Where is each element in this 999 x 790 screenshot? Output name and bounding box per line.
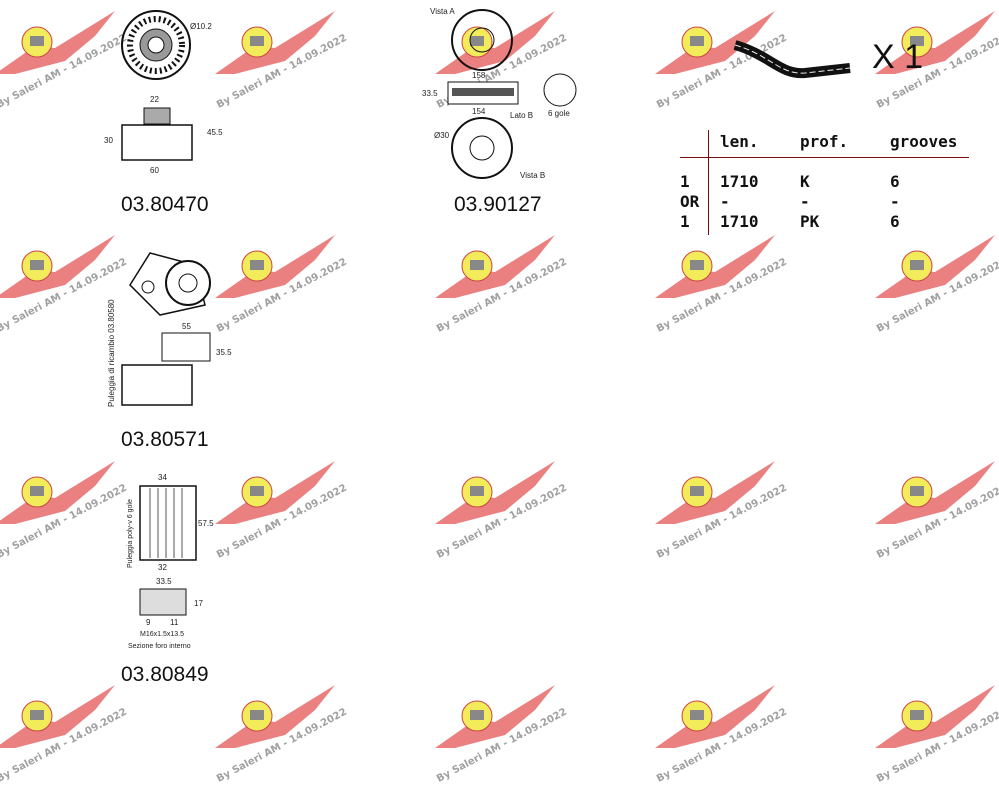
dim-label: Lato B (510, 111, 533, 120)
watermark-text: By Saleri AM - 14.09.2022 (655, 706, 789, 785)
watermark-logo-icon (875, 235, 995, 298)
dim-label: 34 (158, 473, 167, 482)
part-code: 03.80849 (121, 663, 209, 686)
watermark: By Saleri AM - 14.09.2022 (875, 230, 999, 340)
dim-label: Ø30 (434, 131, 450, 140)
table-cell: OR (680, 192, 700, 211)
table-cell: 6 (890, 172, 900, 191)
dim-label: 35.5 (216, 348, 232, 357)
watermark: By Saleri AM - 14.09.2022 (435, 680, 575, 790)
dim-label: 32 (158, 563, 167, 572)
drawing-03-90127: Vista A 158 154 33.5 Lato B 6 gole Ø30 V… (422, 7, 577, 180)
dim-label: 17 (194, 599, 203, 608)
header-prof: prof. (800, 132, 849, 151)
watermark-logo-icon (435, 685, 555, 748)
table-cell: - (890, 192, 900, 211)
watermark-logo-icon (655, 461, 775, 524)
watermark: By Saleri AM - 14.09.2022 (215, 456, 355, 566)
watermark: By Saleri AM - 14.09.2022 (875, 680, 999, 790)
watermark-logo-icon (0, 461, 115, 524)
dim-label: 22 (150, 95, 159, 104)
drawing-03-80571: Puleggia di ricambio 03.80580 55 35.5 (107, 252, 232, 407)
watermark-logo-icon (215, 461, 335, 524)
table-cell: - (800, 192, 810, 211)
watermark-text: By Saleri AM - 14.09.2022 (215, 706, 349, 785)
table-cell: 1 (680, 172, 690, 191)
table-divider (680, 157, 969, 158)
header-len: len. (720, 132, 759, 151)
watermark: By Saleri AM - 14.09.2022 (215, 680, 355, 790)
dim-label: Vista B (520, 171, 545, 180)
watermark-text: By Saleri AM - 14.09.2022 (0, 706, 129, 785)
table-cell: K (800, 172, 810, 191)
table-cell: - (720, 192, 730, 211)
header-grooves: grooves (890, 132, 958, 151)
watermark: By Saleri AM - 14.09.2022 (655, 456, 795, 566)
watermark-text: By Saleri AM - 14.09.2022 (435, 256, 569, 335)
dim-label: 33.5 (156, 577, 172, 586)
dim-label: 9 (146, 618, 151, 627)
dim-label: 55 (182, 322, 191, 331)
table-cell: 1 (680, 212, 690, 231)
watermark-logo-icon (655, 235, 775, 298)
watermark-text: By Saleri AM - 14.09.2022 (435, 706, 569, 785)
watermark-text: By Saleri AM - 14.09.2022 (655, 256, 789, 335)
dim-label: 158 (472, 71, 486, 80)
dim-label: 45.5 (207, 128, 223, 137)
watermark-logo-icon (0, 685, 115, 748)
watermark: By Saleri AM - 14.09.2022 (875, 456, 999, 566)
table-cell: PK (800, 212, 820, 231)
dim-label: Puleggia poly-v 6 gole (127, 499, 134, 568)
watermark-logo-icon (875, 461, 995, 524)
table-divider (708, 130, 709, 235)
dim-label: 30 (104, 136, 113, 145)
watermark-logo-icon (215, 11, 335, 74)
dim-label: 60 (150, 166, 159, 175)
watermark-text: By Saleri AM - 14.09.2022 (435, 482, 569, 561)
part-code: 03.80470 (121, 193, 209, 216)
watermark-logo-icon (215, 685, 335, 748)
watermark-text: By Saleri AM - 14.09.2022 (875, 482, 999, 561)
table-cell: 1710 (720, 172, 759, 191)
watermark: By Saleri AM - 14.09.2022 (215, 6, 355, 116)
drawing-03-80470: Ø10.2 22 30 45.5 60 (104, 10, 223, 175)
table-cell: 1710 (720, 212, 759, 231)
belt-quantity: X 1 (872, 38, 924, 76)
watermark-text: By Saleri AM - 14.09.2022 (215, 32, 349, 111)
part-code: 03.90127 (454, 193, 542, 216)
watermark-text: By Saleri AM - 14.09.2022 (875, 256, 999, 335)
dim-label: 33.5 (422, 89, 438, 98)
dim-label: Puleggia di ricambio 03.80580 (107, 299, 116, 407)
watermark: By Saleri AM - 14.09.2022 (655, 680, 795, 790)
section-label: Sezione foro interno (128, 643, 191, 650)
dim-label: 11 (170, 618, 179, 627)
dim-label: M16x1.5x13.5 (140, 631, 184, 638)
watermark-logo-icon (875, 685, 995, 748)
watermark: By Saleri AM - 14.09.2022 (435, 230, 575, 340)
watermark: By Saleri AM - 14.09.2022 (0, 680, 135, 790)
watermark-logo-icon (435, 235, 555, 298)
dim-label: 57.5 (198, 519, 214, 528)
belt-image (733, 40, 851, 79)
watermark-logo-icon (655, 685, 775, 748)
watermark-text: By Saleri AM - 14.09.2022 (875, 706, 999, 785)
watermark-text: By Saleri AM - 14.09.2022 (215, 482, 349, 561)
dim-label: 154 (472, 107, 486, 116)
watermark-logo-icon (435, 461, 555, 524)
drawing-03-80849: 34 57.5 32 Puleggia poly-v 6 gole 33.5 1… (127, 473, 214, 650)
watermark: By Saleri AM - 14.09.2022 (655, 230, 795, 340)
watermark: By Saleri AM - 14.09.2022 (435, 456, 575, 566)
part-code: 03.80571 (121, 428, 209, 451)
table-cell: 6 (890, 212, 900, 231)
watermark-text: By Saleri AM - 14.09.2022 (655, 482, 789, 561)
dim-label: Ø10.2 (190, 22, 212, 31)
dim-label: Vista A (430, 7, 455, 16)
dim-label: 6 gole (548, 109, 570, 118)
